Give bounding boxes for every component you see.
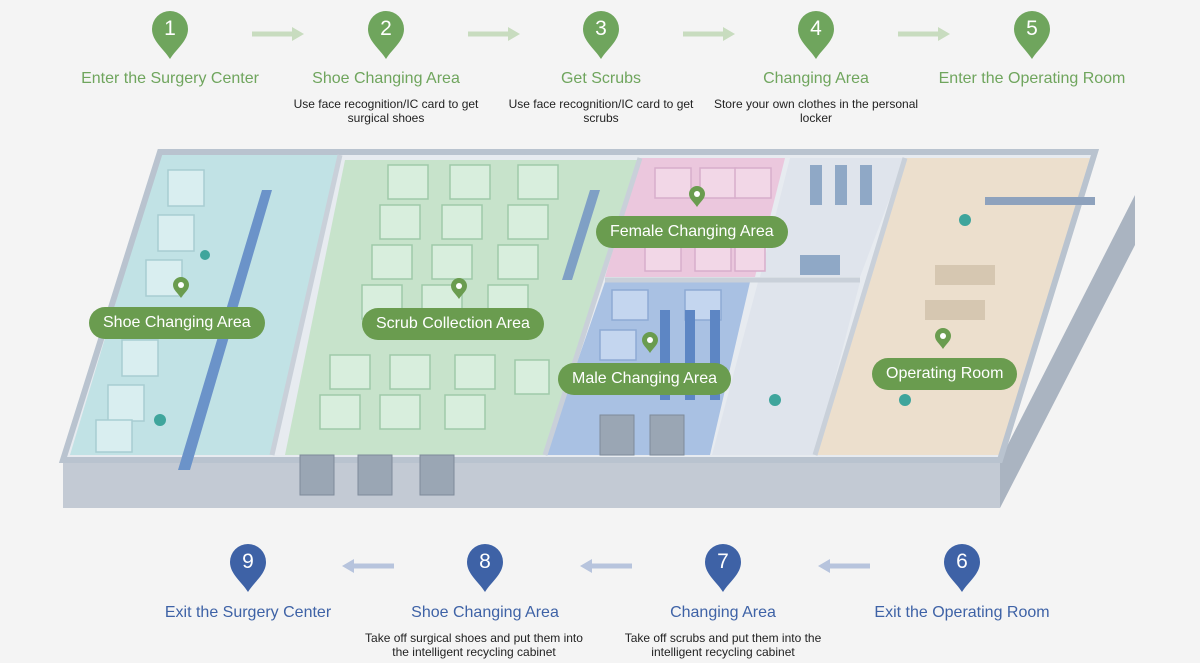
arrow-right-icon [468, 27, 520, 41]
zone-label-scrub-collection: Scrub Collection Area [362, 308, 544, 340]
arrow-left-icon [580, 559, 632, 573]
step-6-title: Exit the Operating Room [874, 604, 1050, 621]
zone-label-male-changing: Male Changing Area [558, 363, 731, 395]
step-2-description: Use face recognition/IC card to get surg… [293, 97, 479, 125]
location-pin-icon [642, 332, 658, 353]
location-pin-icon [173, 277, 189, 298]
step-1-pin-icon: 1 [151, 10, 189, 60]
arrow-right-icon [683, 27, 735, 41]
location-pin-icon [451, 278, 467, 299]
step-7-pin-icon: 7 [704, 543, 742, 593]
step-8-number: 8 [479, 550, 491, 573]
step-4-pin-icon: 4 [797, 10, 835, 60]
step-7-number: 7 [717, 550, 729, 573]
step-3-pin-icon: 3 [582, 10, 620, 60]
step-6-number: 6 [956, 550, 968, 573]
location-pin-icon [689, 186, 705, 207]
step-9-title: Exit the Surgery Center [164, 604, 332, 621]
location-pin-icon [935, 328, 951, 349]
step-3-description: Use face recognition/IC card to get scru… [508, 97, 694, 125]
arrow-right-icon [252, 27, 304, 41]
step-3-number: 3 [595, 17, 607, 40]
step-7-title: Changing Area [670, 604, 776, 621]
zone-label-shoe-changing: Shoe Changing Area [89, 307, 265, 339]
step-1-number: 1 [164, 17, 176, 40]
arrow-left-icon [818, 559, 870, 573]
step-8-title: Shoe Changing Area [411, 604, 559, 621]
step-6-pin-icon: 6 [943, 543, 981, 593]
step-3-title: Get Scrubs [560, 70, 642, 87]
step-2-title: Shoe Changing Area [312, 70, 460, 87]
step-4-number: 4 [810, 17, 822, 40]
step-7-description: Take off scrubs and put them into the in… [624, 631, 822, 659]
step-8-pin-icon: 8 [466, 543, 504, 593]
step-2-pin-icon: 2 [367, 10, 405, 60]
arrow-right-icon [898, 27, 950, 41]
step-9-pin-icon: 9 [229, 543, 267, 593]
step-4-description: Store your own clothes in the personal l… [713, 97, 919, 125]
step-1-title: Enter the Surgery Center [81, 70, 259, 87]
step-9-number: 9 [242, 550, 254, 573]
step-4-title: Changing Area [763, 70, 869, 87]
zone-label-female-changing: Female Changing Area [596, 216, 788, 248]
step-5-number: 5 [1026, 17, 1038, 40]
step-5-title: Enter the Operating Room [938, 70, 1126, 87]
arrow-left-icon [342, 559, 394, 573]
step-2-number: 2 [380, 17, 392, 40]
step-5-pin-icon: 5 [1013, 10, 1051, 60]
step-8-description: Take off surgical shoes and put them int… [365, 631, 583, 659]
zone-label-operating-room: Operating Room [872, 358, 1018, 390]
